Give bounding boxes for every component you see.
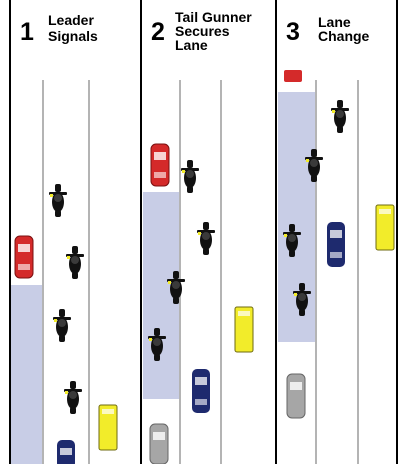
car-icon [192, 369, 210, 413]
motorcycle-icon [331, 100, 349, 133]
panel-1-heading: 1 Leader Signals [20, 12, 98, 46]
car-icon [287, 374, 305, 418]
motorcycle-icon [197, 222, 215, 255]
navy-car [57, 440, 75, 464]
yellow-bus [99, 405, 117, 450]
yellow-bus [376, 205, 394, 250]
panel-3-heading: 3 Lane Change [286, 14, 370, 46]
panel-3-title-line-2: Change [318, 28, 370, 44]
panel-1-title-line-1: Leader [48, 12, 94, 28]
motorcycle-icon [53, 309, 71, 342]
grey-car [150, 424, 168, 464]
car-icon [15, 236, 33, 278]
navy-car [192, 369, 210, 413]
car-icon [150, 424, 168, 464]
motorcycle-icon [49, 184, 67, 217]
red-car [15, 236, 33, 278]
red-car [284, 70, 302, 82]
motorcycle-icon [64, 381, 82, 414]
panel-2-number: 2 [151, 18, 165, 46]
panel-2-title-line-3: Lane [175, 37, 208, 53]
motorcycle-icon [181, 160, 199, 193]
panel-1-number: 1 [20, 18, 34, 46]
motorcycle-icon [66, 246, 84, 279]
panel-3-number: 3 [286, 18, 300, 46]
car-icon [327, 222, 345, 267]
yellow-bus [235, 307, 253, 352]
red-car [151, 144, 169, 186]
grey-car [287, 374, 305, 418]
navy-car [327, 222, 345, 267]
secured-lane-shading-1 [10, 285, 42, 464]
panel-1-title-line-2: Signals [48, 28, 98, 44]
car-icon [151, 144, 169, 186]
panel-2-heading: 2 Tail Gunner Secures Lane [151, 9, 252, 53]
car-icon [284, 70, 302, 82]
